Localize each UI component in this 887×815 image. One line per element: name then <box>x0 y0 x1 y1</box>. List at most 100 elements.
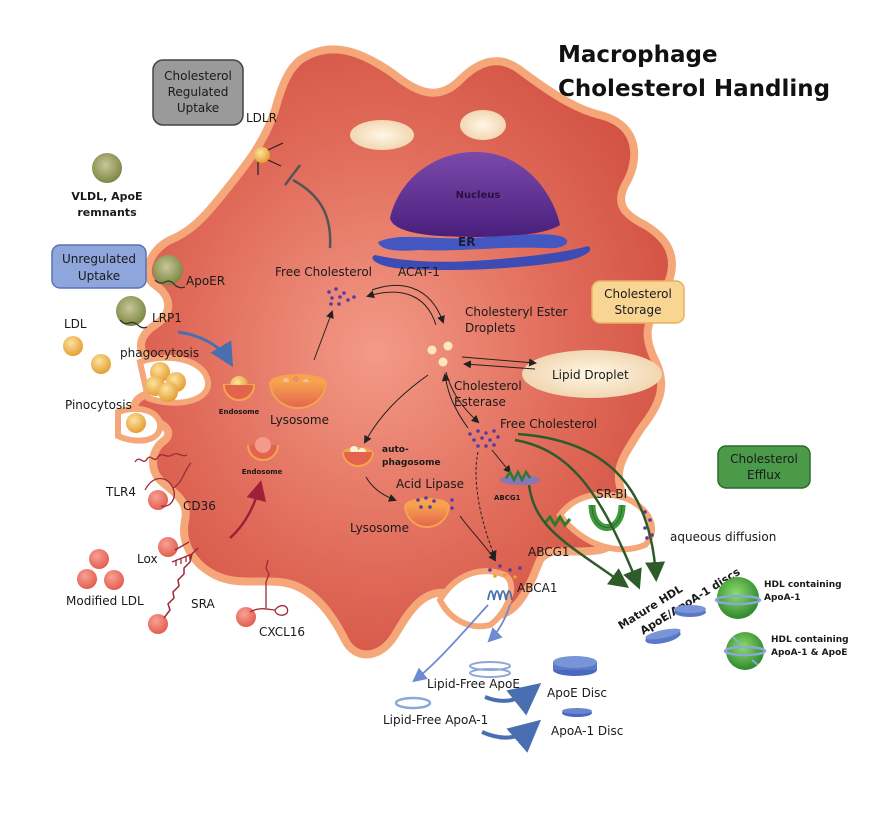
modified-ldl-particle <box>158 537 178 557</box>
endosome-label: Endosome <box>242 468 283 476</box>
vldl-particle <box>92 153 122 183</box>
ester-droplet <box>443 341 453 351</box>
abcg1-internal-label: ABCG1 <box>494 494 521 502</box>
modified-ldl-particle <box>148 490 168 510</box>
hdl-apoa1-label: HDL containing <box>764 580 842 590</box>
cholesteryl-ester-label: Cholesteryl Ester <box>465 305 567 319</box>
lysosome-label: Lysosome <box>350 521 409 535</box>
tlr4-receptor <box>134 453 188 463</box>
arrow <box>364 374 429 444</box>
cxcl16-receptor <box>249 559 289 616</box>
free-cholesterol-label: Free Cholesterol <box>275 265 372 279</box>
free-cholesterol-label: Free Cholesterol <box>500 417 597 431</box>
autophagosome-label: phagosome <box>382 458 441 468</box>
ldl-particle <box>91 354 111 374</box>
ester-droplet <box>438 357 448 367</box>
modified-ldl-particle <box>77 569 97 589</box>
abca1-label: ABCA1 <box>517 581 557 595</box>
box-text: Cholesterol <box>164 69 232 83</box>
efflux-arrow-sr-bi <box>514 438 642 590</box>
autophagosome-label: auto- <box>382 445 409 455</box>
apoer-label: ApoER <box>186 274 225 288</box>
inhibition-bar <box>284 164 301 186</box>
nucleus-label: Nucleus <box>456 190 501 201</box>
hdl-apoa1-apoe-particle <box>723 632 767 670</box>
apoer-receptor <box>154 279 186 289</box>
efflux-arrow-diffusion <box>517 432 666 582</box>
modified-ldl-label: Modified LDL <box>66 594 144 608</box>
lysosome <box>269 374 327 409</box>
lysosome-label: Lysosome <box>270 413 329 427</box>
cd36-label: CD36 <box>183 499 216 513</box>
acat1-label: ACAT-1 <box>398 265 440 279</box>
lipid-free-apoe-label: Lipid-Free ApoE <box>427 677 520 691</box>
aqueous-diffusion-label: aqueous diffusion <box>670 530 776 544</box>
apoer-vldl-particle <box>153 255 183 285</box>
hdl-apoa1-label: ApoA-1 <box>764 593 801 603</box>
hdl-apoa1-apoe-label: HDL containing <box>771 635 849 645</box>
vacuole <box>460 110 506 140</box>
autophagosome <box>342 446 374 467</box>
ester-droplet <box>427 345 437 355</box>
sra-label: SRA <box>191 597 215 611</box>
apoe-disc <box>553 656 597 676</box>
nucleus <box>390 151 560 237</box>
modified-ldl-particle <box>148 614 168 634</box>
lrp1-vldl-particle <box>116 296 146 326</box>
apoa1-disc <box>562 708 592 717</box>
acid-lipase-label: Acid Lipase <box>396 477 464 491</box>
hdl-apoa1-apoe-label: ApoA-1 & ApoE <box>771 648 847 658</box>
lipid-free-apoe <box>469 661 511 678</box>
arrow <box>491 449 512 474</box>
er-label: ER <box>458 235 475 249</box>
right-membrane-bay <box>556 491 656 553</box>
sr-bi-outline <box>591 504 623 528</box>
lower-membrane-bay <box>436 568 515 630</box>
modified-ldl-particle <box>104 570 124 590</box>
box-cholesterol-storage: Cholesterol Storage <box>591 280 685 324</box>
ldl-particle <box>63 336 83 356</box>
sr-bi-label: SR-BI <box>596 487 627 501</box>
lipid-droplet <box>522 350 662 398</box>
cd36-receptor <box>144 462 192 507</box>
abcg1-internal-transporter <box>500 469 540 485</box>
hdl-apoa1-particle <box>714 577 762 619</box>
apoa1-release-arrow <box>412 604 489 683</box>
lrp1-receptor <box>119 319 148 329</box>
box-text: Uptake <box>177 101 219 115</box>
apoe-apoa1-disc <box>674 605 706 617</box>
vacuole <box>350 120 414 150</box>
box-text: Cholesterol <box>730 452 798 466</box>
lipid-droplet-label: Lipid Droplet <box>552 368 629 382</box>
modified-ldl-particle <box>89 549 109 569</box>
sra-receptor <box>163 547 199 619</box>
box-text: Regulated <box>168 85 229 99</box>
ldl-label: LDL <box>64 317 87 331</box>
ldl-particle <box>126 413 146 433</box>
inhibition-line <box>292 178 332 249</box>
title-line-2: Cholesterol Handling <box>558 76 830 102</box>
abca1-transporter <box>487 564 522 601</box>
storage-reverse-arrow <box>463 360 536 370</box>
cxcl16-label: CXCL16 <box>259 625 305 639</box>
lox-receptor <box>171 541 193 566</box>
endoplasmic-reticulum <box>378 234 568 251</box>
apoe-apoa1-disc <box>645 628 681 644</box>
title-line-1: Macrophage <box>558 42 718 68</box>
efflux-arrow-abcg1 <box>527 484 630 588</box>
acat-reverse-arrow <box>366 290 437 326</box>
lipid-free-apoa1-label: Lipid-Free ApoA-1 <box>383 713 488 727</box>
free-cholesterol-dots <box>327 287 356 306</box>
box-text: Storage <box>615 303 662 317</box>
vldl-label: remnants <box>77 206 137 219</box>
endosome-label: Endosome <box>219 408 260 416</box>
apoa1-disc-formation-arrow <box>481 719 542 753</box>
lysosome <box>404 496 454 528</box>
uptake-arrow <box>177 330 234 368</box>
endosome-arrow <box>229 480 267 539</box>
free-cholesterol-dots <box>468 429 500 448</box>
esterase-arrow <box>441 373 469 429</box>
phagocytosis-label: phagocytosis <box>120 346 199 360</box>
ldl-particle <box>158 382 178 402</box>
cholesteryl-ester-label: Droplets <box>465 321 516 335</box>
